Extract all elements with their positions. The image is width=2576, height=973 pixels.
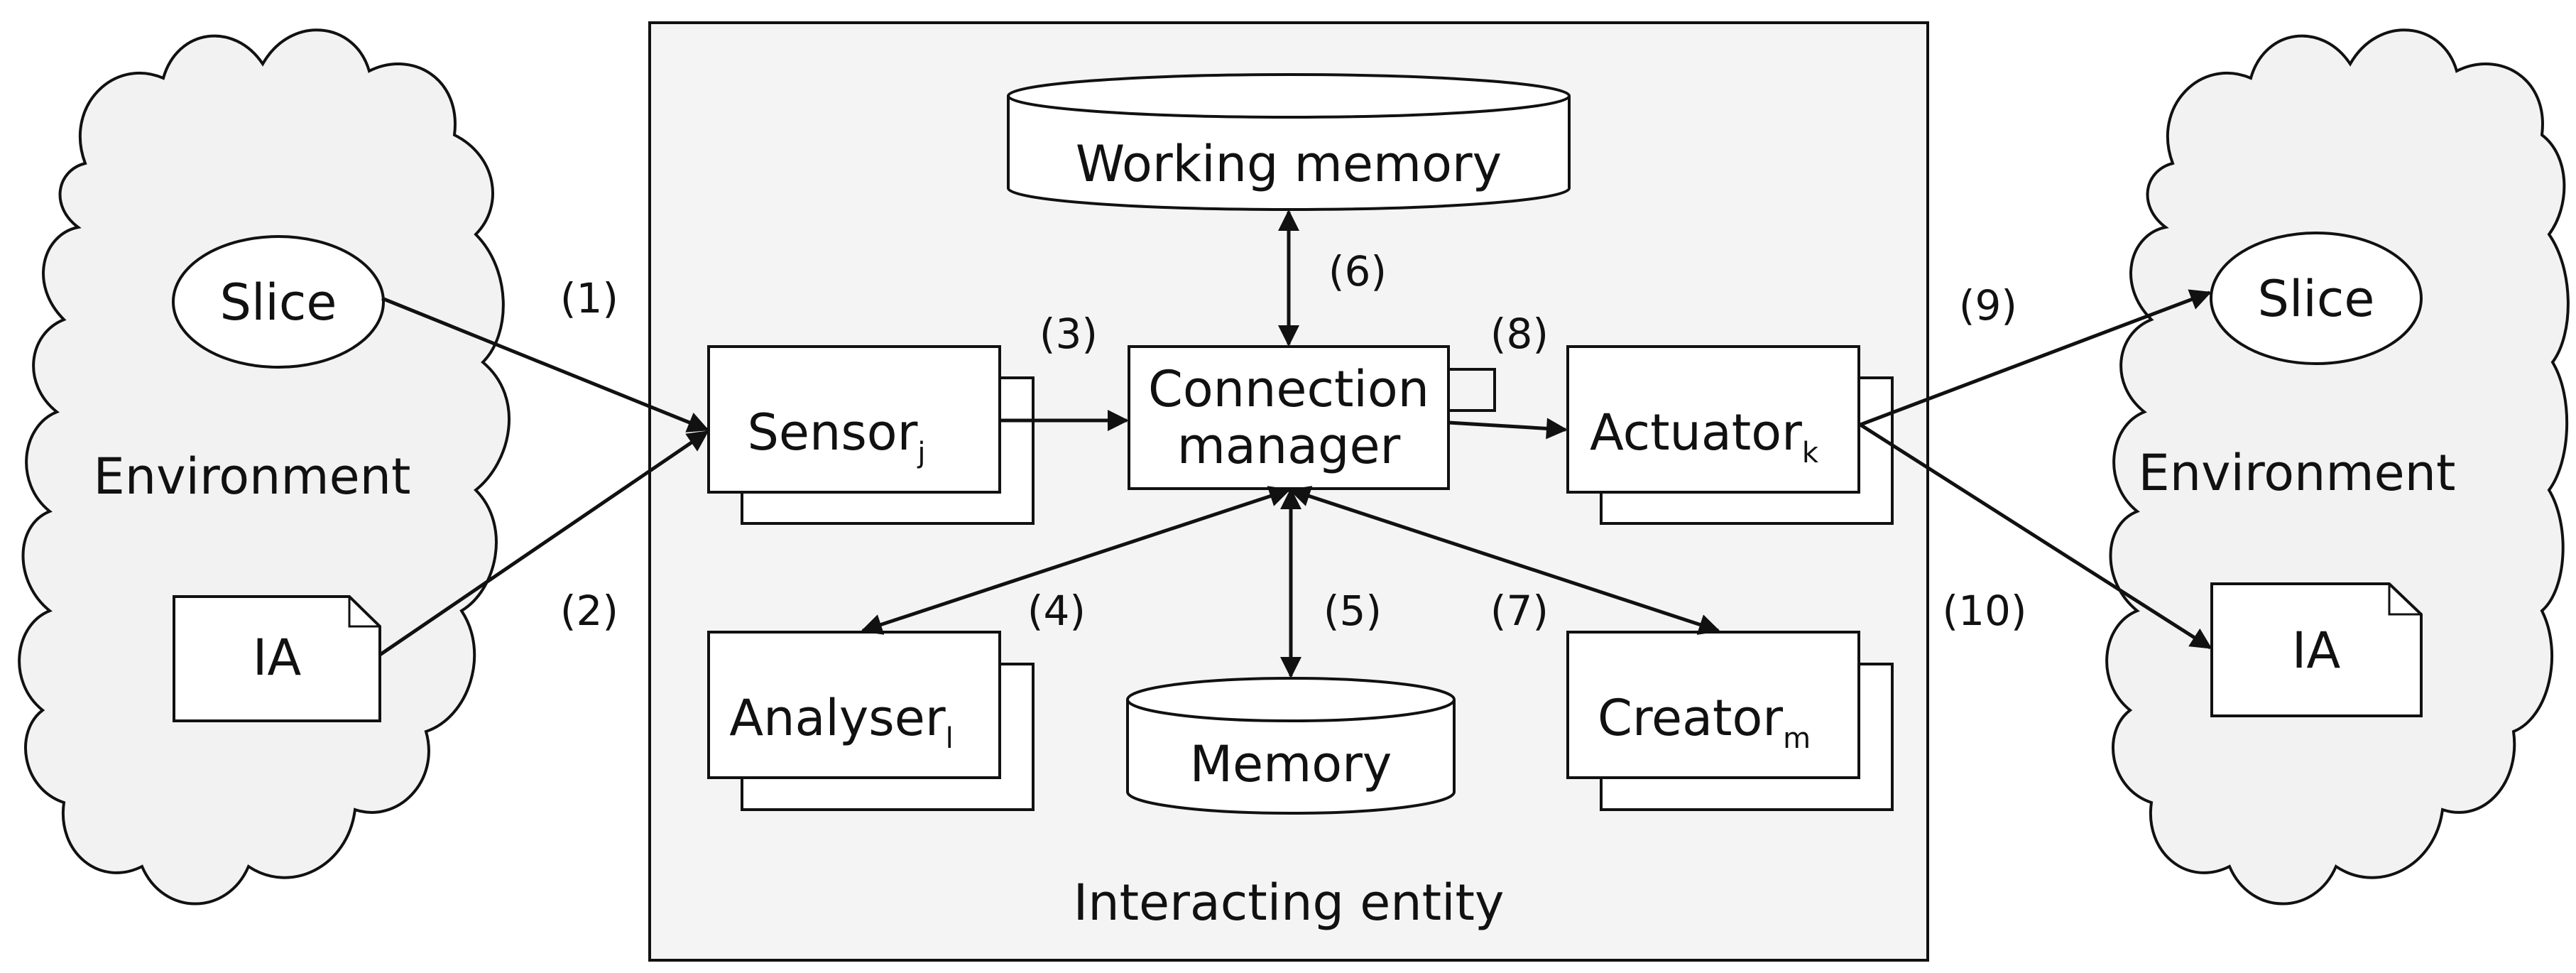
step-4-label: (4) bbox=[1027, 587, 1086, 635]
actuator-label-sub: k bbox=[1802, 437, 1819, 469]
step-9-label: (9) bbox=[1959, 281, 2017, 330]
environment-left-label: Environment bbox=[94, 447, 411, 506]
sensor-front-box bbox=[707, 345, 1001, 494]
creator-label-sub: m bbox=[1783, 722, 1811, 755]
actuator-label: Actuatork bbox=[1590, 403, 1819, 469]
creator-front-box bbox=[1566, 631, 1860, 779]
actuator: Actuatork bbox=[1566, 345, 1894, 525]
analyser-label-sub: l bbox=[946, 722, 954, 755]
cloud-left-shape bbox=[18, 28, 511, 906]
working-memory: Working memory bbox=[1007, 73, 1571, 211]
connection-manager-line1: Connection bbox=[1148, 360, 1429, 418]
step-5-label: (5) bbox=[1324, 587, 1382, 635]
sensor-label: Sensorj bbox=[747, 403, 925, 469]
arrow-9-actuator-to-slice bbox=[1860, 289, 2212, 427]
arrow-2-ia-to-sensor bbox=[378, 430, 709, 657]
slice-left-label: Slice bbox=[220, 273, 337, 332]
step-1-label: (1) bbox=[560, 274, 618, 322]
actuator-label-main: Actuator bbox=[1590, 403, 1802, 462]
ia-right-node bbox=[2210, 582, 2423, 717]
ia-left-label: IA bbox=[253, 629, 302, 687]
step-6-label: (6) bbox=[1328, 247, 1387, 295]
step-7-label: (7) bbox=[1490, 587, 1549, 635]
arrow-7-manager-creator bbox=[1289, 486, 1720, 635]
memory-label: Memory bbox=[1190, 735, 1392, 793]
environment-right: Slice Environment IA bbox=[2105, 28, 2570, 906]
environment-right-label: Environment bbox=[2139, 444, 2456, 502]
ia-right-fold bbox=[2388, 584, 2421, 616]
working-memory-top bbox=[1007, 73, 1571, 119]
connectors bbox=[378, 210, 2212, 678]
connection-manager-line2: manager bbox=[1177, 417, 1401, 475]
sensor-label-main: Sensor bbox=[747, 403, 917, 462]
creator-label: Creatorm bbox=[1598, 689, 1811, 755]
step-labels: (1) (2) (3) (4) (5) (6) (7) (8) (9) (10) bbox=[560, 247, 2027, 635]
sensor-label-sub: j bbox=[917, 437, 925, 469]
step-10-label: (10) bbox=[1942, 587, 2026, 635]
step-2-label: (2) bbox=[560, 587, 618, 635]
memory-top bbox=[1126, 677, 1456, 722]
analyser: Analyserl bbox=[707, 631, 1035, 811]
analyser-label-main: Analyser bbox=[729, 689, 946, 747]
self-loop-connector bbox=[1448, 368, 1496, 412]
analyser-front-box bbox=[707, 631, 1001, 779]
slice-right-label: Slice bbox=[2258, 270, 2375, 328]
analyser-label: Analyserl bbox=[729, 689, 953, 755]
arrow-10-actuator-to-ia bbox=[1859, 423, 2212, 650]
entity-label: Interacting entity bbox=[1074, 874, 1505, 932]
connection-manager: Connection manager bbox=[1128, 345, 1496, 490]
arrow-manager-to-actuator bbox=[1448, 418, 1568, 440]
ia-left-fold bbox=[348, 597, 380, 628]
actuator-front-box bbox=[1566, 345, 1860, 494]
ia-left-node bbox=[173, 595, 381, 722]
memory: Memory bbox=[1126, 677, 1456, 815]
memory-body bbox=[1126, 700, 1456, 815]
creator-label-main: Creator bbox=[1598, 689, 1783, 747]
working-memory-body bbox=[1007, 96, 1571, 211]
creator: Creatorm bbox=[1566, 631, 1894, 811]
environment-left: Slice Environment IA bbox=[18, 28, 511, 906]
ia-right-label: IA bbox=[2292, 621, 2341, 680]
arrow-4-manager-analyser bbox=[861, 486, 1291, 635]
connection-manager-box bbox=[1128, 345, 1450, 490]
sensor: Sensorj bbox=[707, 345, 1035, 525]
step-8-label: (8) bbox=[1490, 310, 1549, 358]
slice-left-node bbox=[172, 235, 385, 369]
arrow-1-slice-to-sensor bbox=[381, 296, 709, 433]
step-3-label: (3) bbox=[1039, 310, 1098, 358]
working-memory-label: Working memory bbox=[1076, 135, 1502, 193]
